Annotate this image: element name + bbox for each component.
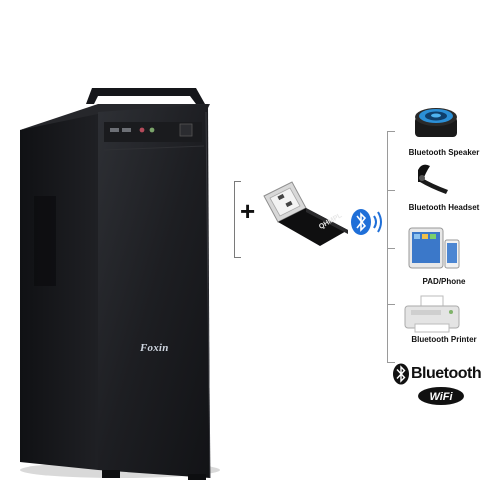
- device-label: Bluetooth Speaker: [408, 148, 480, 157]
- bracket-tick: [387, 362, 395, 363]
- device-bracket-line: [387, 131, 388, 363]
- device-label: Bluetooth Headset: [408, 203, 480, 212]
- bluetooth-signal-icon: [351, 209, 382, 235]
- tablet-phone-icon: [408, 227, 460, 269]
- pc-tower: [20, 88, 220, 480]
- speaker-icon: [415, 108, 457, 137]
- device-label: PAD/Phone: [422, 277, 466, 286]
- bracket-tick: [387, 248, 395, 249]
- wifi-logo-icon: WiFi: [418, 387, 464, 405]
- plus-sign: +: [240, 196, 256, 226]
- bracket-tick: [387, 131, 395, 132]
- brand-logo: Foxin: [140, 342, 169, 354]
- headset-icon: [418, 164, 448, 194]
- device-label: Bluetooth Printer: [411, 335, 477, 344]
- left-bracket: [234, 181, 241, 258]
- bluetooth-logo-icon: [393, 363, 409, 385]
- printer-icon: [404, 295, 460, 333]
- bracket-tick: [387, 304, 395, 305]
- bracket-tick: [387, 190, 395, 191]
- usb-dongle-icon: [263, 181, 348, 246]
- svg-text:WiFi: WiFi: [429, 391, 453, 403]
- bluetooth-logo-text: Bluetooth: [411, 365, 482, 382]
